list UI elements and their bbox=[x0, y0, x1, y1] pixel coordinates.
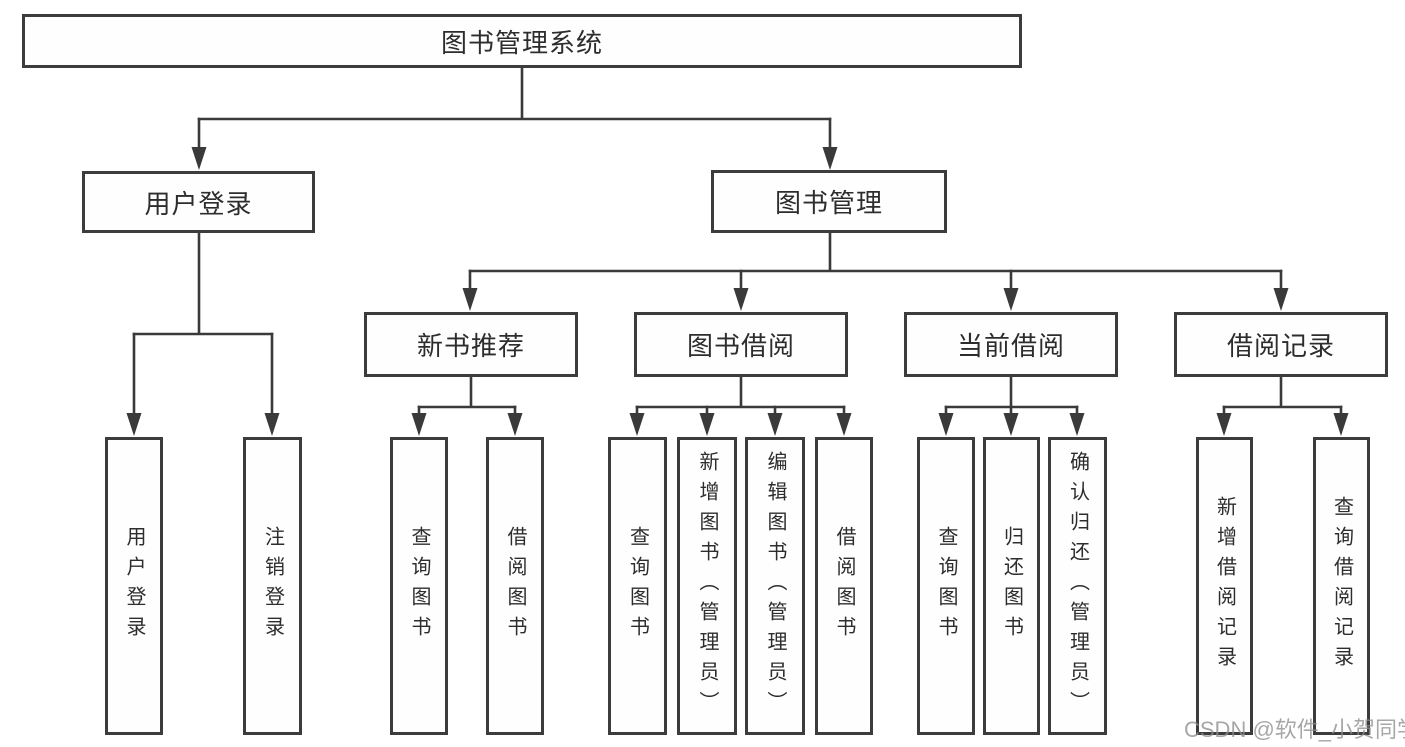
node-new-book-recommend: 新书推荐 bbox=[364, 312, 578, 377]
node-label: 查询借阅记录 bbox=[1330, 496, 1353, 676]
connector-root-to-level2 bbox=[191, 67, 838, 170]
node-label: 新增借阅记录 bbox=[1213, 496, 1236, 676]
node-user-login: 用户登录 bbox=[82, 171, 315, 233]
node-label: 图书借阅 bbox=[686, 331, 795, 361]
node-label: 新书推荐 bbox=[416, 331, 525, 361]
node-label: 借阅图书 bbox=[504, 526, 526, 646]
node-label: 用户登录 bbox=[144, 188, 253, 219]
node-label: 借阅记录 bbox=[1226, 331, 1335, 361]
node-label: 查询图书 bbox=[626, 526, 649, 646]
leaf-newrec-query-books: 查询图书 bbox=[390, 437, 448, 735]
connector-book-borrow-children bbox=[629, 377, 852, 436]
leaf-newrec-borrow-books: 借阅图书 bbox=[486, 437, 544, 735]
leaf-current-query-books: 查询图书 bbox=[917, 437, 975, 735]
connector-current-borrow-children bbox=[938, 377, 1085, 436]
node-label: 注销登录 bbox=[261, 526, 284, 646]
node-label: 查询图书 bbox=[935, 526, 957, 646]
node-root: 图书管理系统 bbox=[22, 14, 1022, 68]
leaf-current-return-books: 归还图书 bbox=[983, 437, 1040, 735]
connector-user-login-children bbox=[126, 233, 280, 436]
node-label: 图书管理系统 bbox=[440, 27, 603, 58]
node-label: 用户登录 bbox=[123, 526, 145, 646]
node-label: 新增图书（管理员） bbox=[696, 451, 718, 721]
leaf-records-query-record: 查询借阅记录 bbox=[1313, 437, 1370, 735]
node-label: 确认归还（管理员） bbox=[1066, 451, 1089, 721]
node-book-management: 图书管理 bbox=[711, 170, 947, 233]
leaf-borrow-add-books-admin: 新增图书（管理员） bbox=[677, 437, 737, 735]
connector-new-rec-children bbox=[411, 377, 523, 436]
node-current-borrow: 当前借阅 bbox=[904, 312, 1118, 377]
node-book-borrow: 图书借阅 bbox=[634, 312, 848, 377]
leaf-borrow-borrow-books: 借阅图书 bbox=[815, 437, 873, 735]
leaf-borrow-edit-books-admin: 编辑图书（管理员） bbox=[745, 437, 805, 735]
leaf-records-add-record: 新增借阅记录 bbox=[1196, 437, 1253, 735]
leaf-borrow-query-books: 查询图书 bbox=[608, 437, 667, 735]
csdn-watermark: CSDN @软件_小贺同学 bbox=[1184, 717, 1405, 742]
node-label: 当前借阅 bbox=[956, 331, 1065, 361]
node-label: 归还图书 bbox=[1000, 526, 1023, 646]
node-label: 查询图书 bbox=[408, 526, 430, 646]
node-label: 图书管理 bbox=[774, 188, 883, 218]
leaf-logout: 注销登录 bbox=[243, 437, 302, 735]
node-label: 编辑图书（管理员） bbox=[764, 451, 786, 721]
node-borrow-records: 借阅记录 bbox=[1174, 312, 1388, 377]
connector-records-children bbox=[1216, 377, 1349, 436]
node-label: 借阅图书 bbox=[833, 526, 855, 646]
connector-book-mgmt-children bbox=[462, 233, 1289, 311]
leaf-user-login: 用户登录 bbox=[105, 437, 163, 735]
leaf-current-confirm-return-admin: 确认归还（管理员） bbox=[1048, 437, 1107, 735]
